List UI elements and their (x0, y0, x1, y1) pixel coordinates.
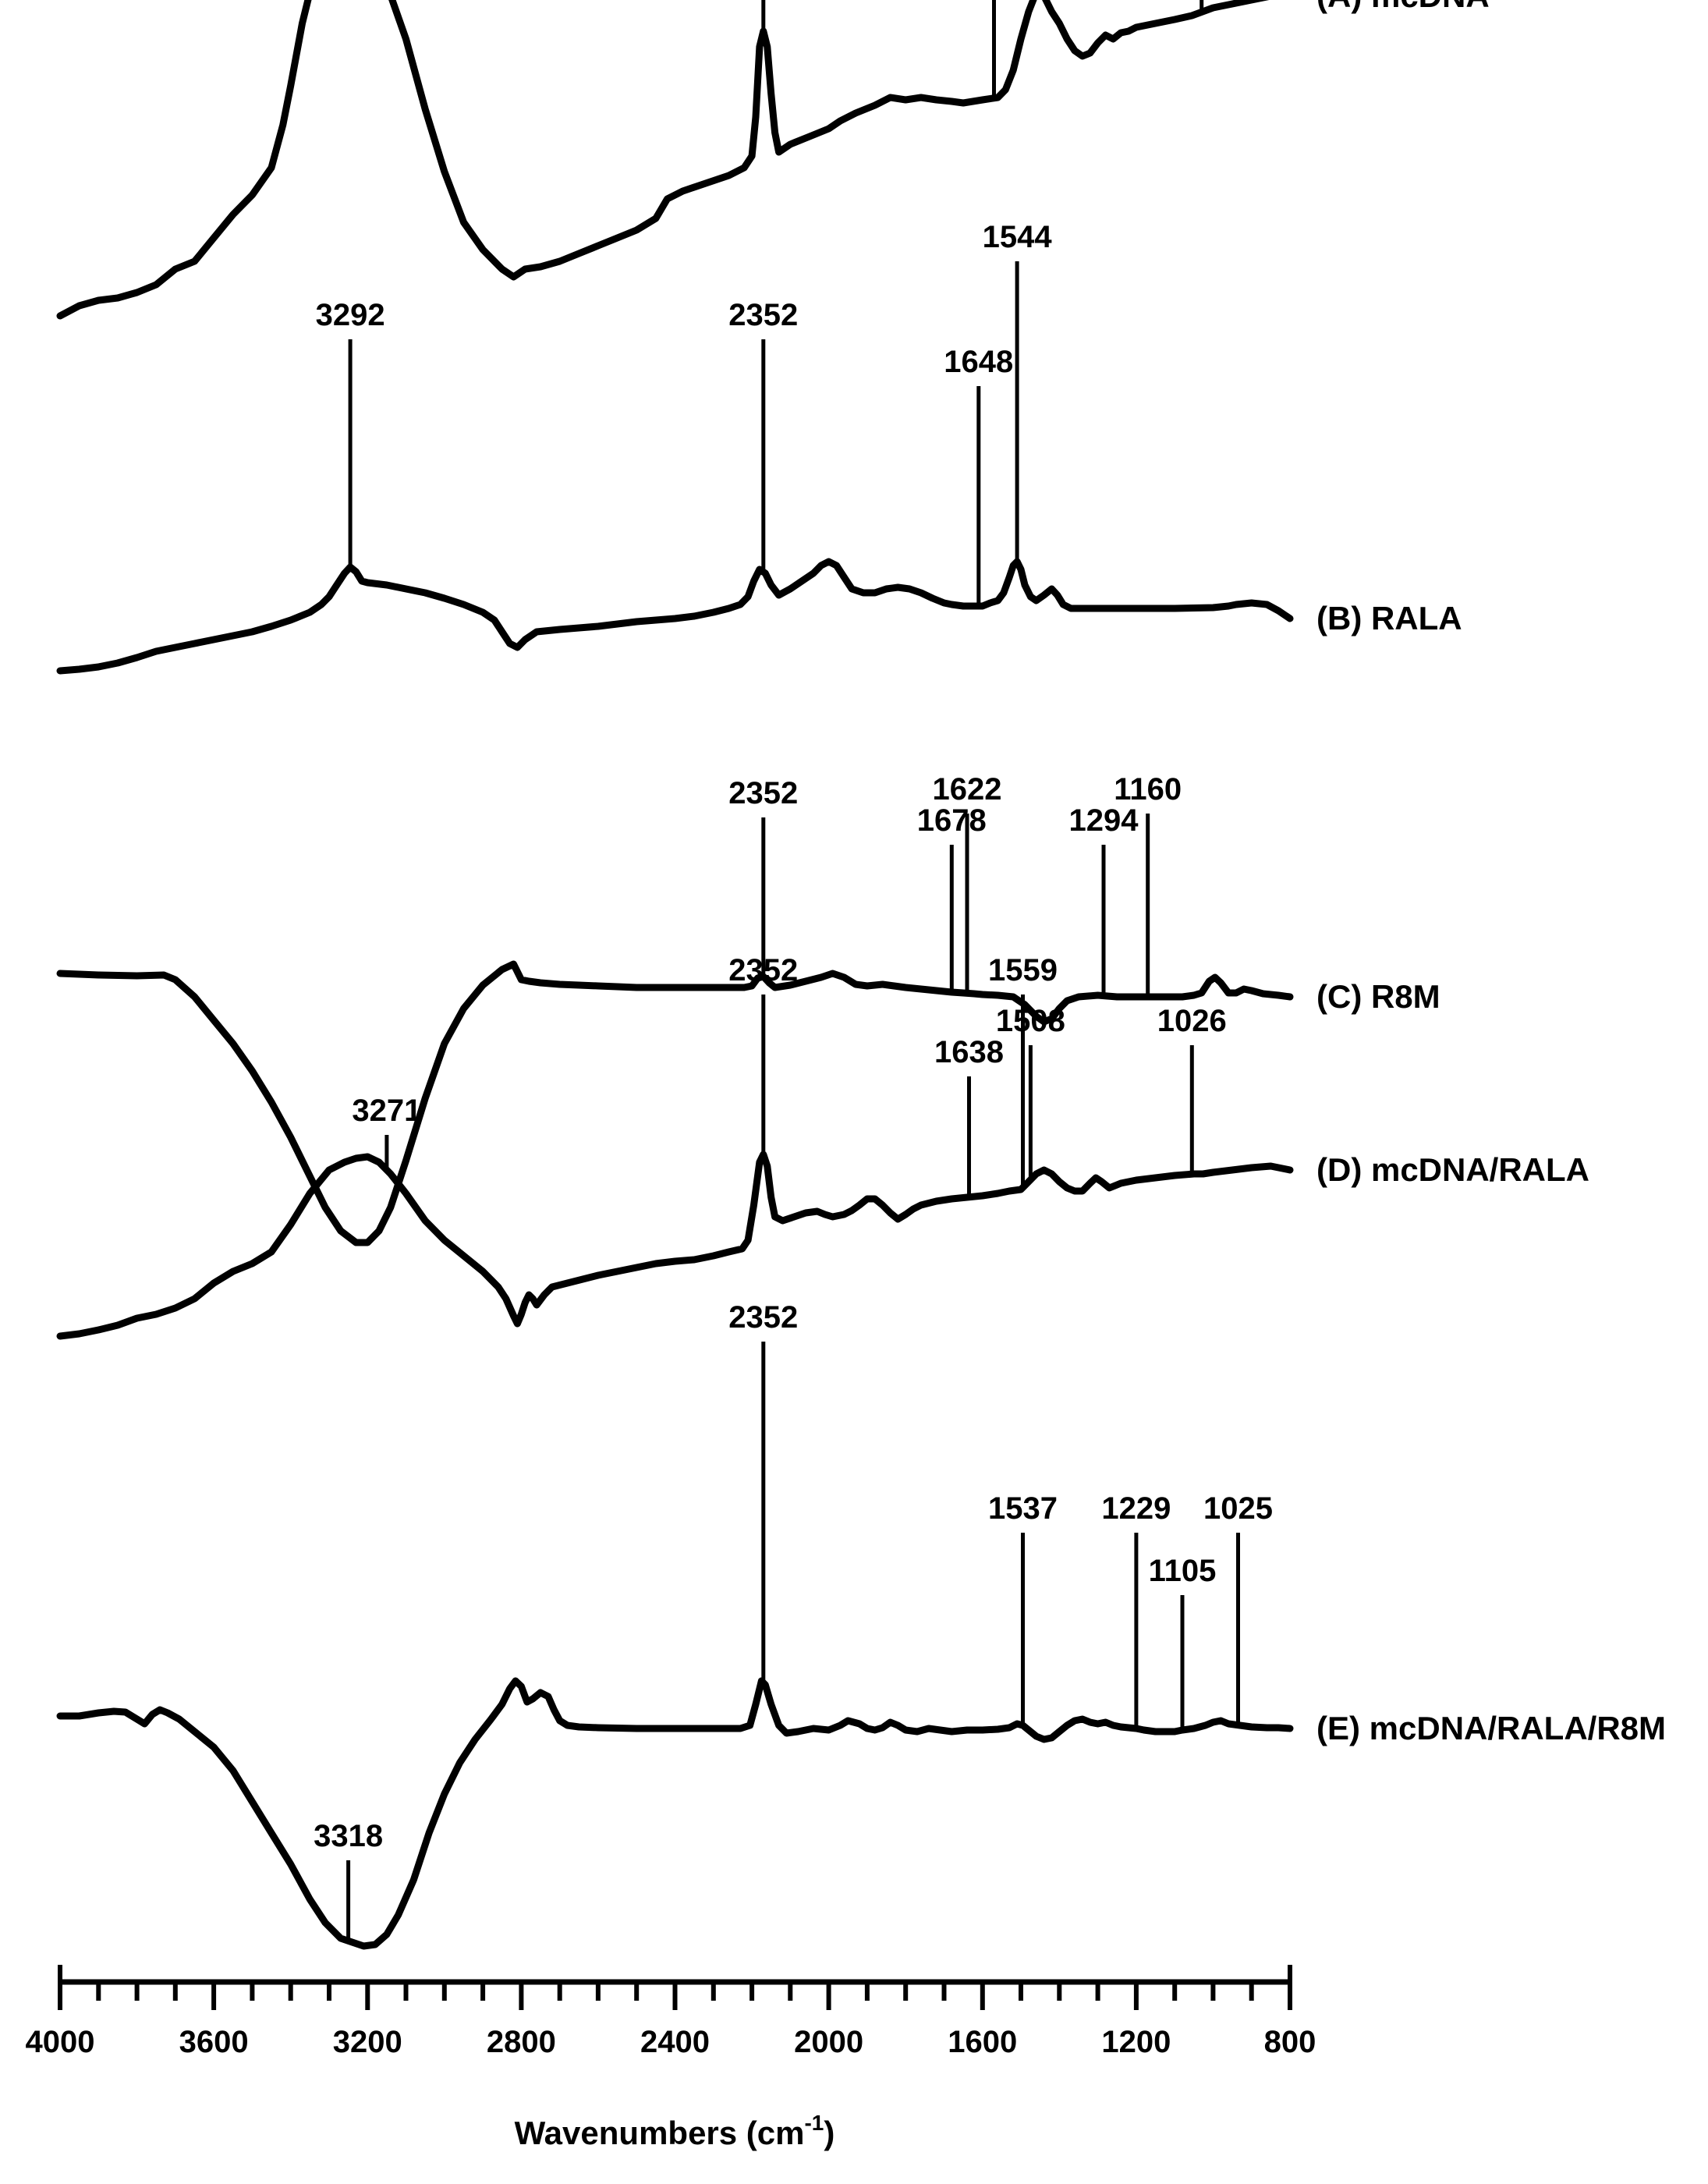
peak-label: 1678 (917, 803, 987, 838)
series-line-1 (56, 0, 1270, 320)
x-tick-label: 800 (1264, 2025, 1316, 2059)
x-axis-title-superscript: -1 (804, 2111, 824, 2135)
x-tick-label: 3600 (179, 2025, 249, 2059)
peak-label: 2352 (728, 298, 798, 332)
x-axis-title: Wavenumbers (cm-1) (515, 2111, 835, 2151)
x-tick-label: 2800 (487, 2025, 556, 2059)
x-axis: 4000 3600 3200 2800 2400 2000 1600 1200 800 Wave… (26, 1965, 1316, 2151)
x-tick-label: 3200 (333, 2025, 402, 2059)
series-label-2: (B) RALA (1316, 600, 1462, 636)
peak-label: 1105 (1149, 1554, 1217, 1588)
peak-label: 1537 (988, 1491, 1058, 1526)
peak-label: 1559 (988, 953, 1058, 987)
peak-label: 1026 (1157, 1004, 1227, 1038)
peak-label: 1508 (996, 1004, 1065, 1038)
x-tick-label: 1200 (1101, 2025, 1171, 2059)
series-line-3 (56, 960, 1294, 1246)
peak-label: 1544 (983, 220, 1053, 254)
series-label-5: (E) mcDNA/RALA/R8M (1316, 1710, 1666, 1746)
x-axis-ticks: 4000 3600 3200 2800 2400 2000 1600 1200 800 (26, 1965, 1316, 2059)
peak-label: 2352 (728, 953, 798, 987)
peak-label: 1648 (944, 345, 1013, 379)
peak-label: 3318 (314, 1819, 383, 1853)
series-line-5 (56, 1677, 1294, 1950)
series-line-4 (56, 1150, 1294, 1340)
series-label-layer: (A) mcDNA (B) RALA (C) R8M (D) mcDNA/RALA (E… (1316, 0, 1666, 1746)
peak-label: 1160 (1114, 772, 1182, 807)
series-label-3: (C) R8M (1316, 978, 1440, 1015)
peak-label: 1638 (934, 1035, 1004, 1069)
peak-label: 2352 (728, 776, 798, 810)
x-tick-label: 2000 (794, 2025, 863, 2059)
x-tick-label: 4000 (26, 2025, 95, 2059)
series-line-2 (56, 558, 1294, 675)
peak-label: 3292 (316, 298, 385, 332)
series-label-4: (D) mcDNA/RALA (1316, 1151, 1589, 1188)
peak-label: 3271 (352, 1094, 421, 1128)
series-label-1: (A) mcDNA (1316, 0, 1490, 14)
peak-label: 1229 (1101, 1491, 1171, 1526)
x-tick-label: 1600 (948, 2025, 1017, 2059)
annotation-layer: 2352163014881055329223521648154423521678… (314, 0, 1273, 1941)
x-axis-title-tail: ) (824, 2115, 835, 2151)
peak-label: 1294 (1069, 803, 1139, 838)
peak-label: 1025 (1203, 1491, 1273, 1526)
peak-label: 2352 (728, 1300, 798, 1335)
peak-label: 1622 (933, 772, 1002, 807)
x-tick-label: 2400 (640, 2025, 710, 2059)
